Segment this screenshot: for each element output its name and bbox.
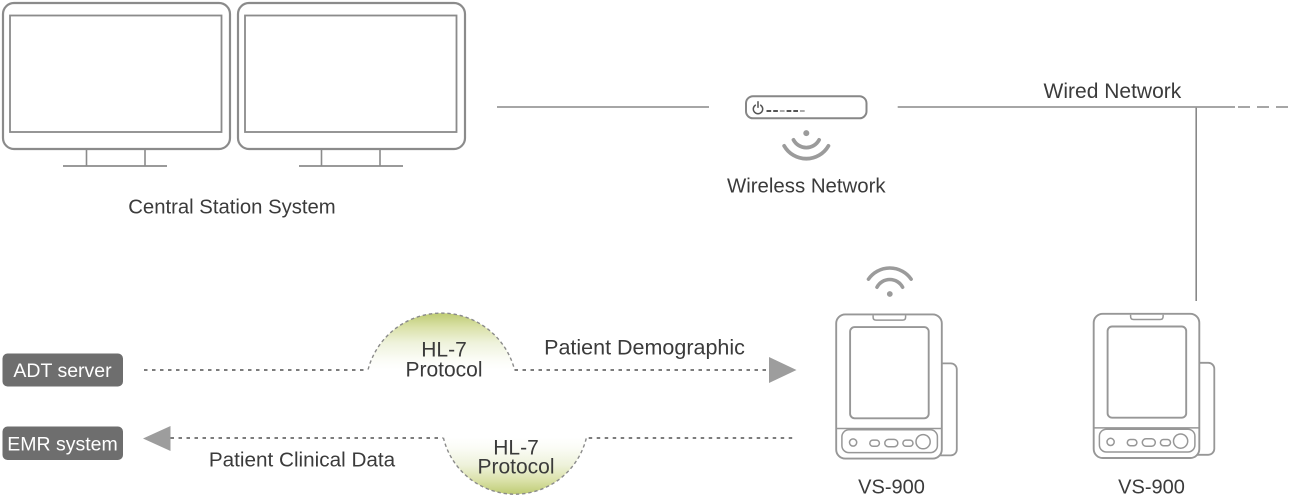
svg-text:Protocol: Protocol bbox=[405, 358, 482, 381]
svg-text:EMR system: EMR system bbox=[7, 433, 118, 455]
svg-text:Central Station System: Central Station System bbox=[128, 197, 335, 219]
svg-text:Patient Clinical Data: Patient Clinical Data bbox=[209, 448, 396, 471]
svg-text:VS-900: VS-900 bbox=[1118, 477, 1185, 496]
svg-text:Wireless Network: Wireless Network bbox=[727, 175, 886, 197]
svg-text:HL-7: HL-7 bbox=[493, 437, 539, 460]
svg-text:Patient Demographic: Patient Demographic bbox=[544, 336, 745, 360]
svg-text:ADT server: ADT server bbox=[13, 360, 112, 382]
svg-text:Protocol: Protocol bbox=[477, 455, 554, 478]
svg-text:VS-900: VS-900 bbox=[858, 477, 925, 496]
svg-text:Wired Network: Wired Network bbox=[1044, 80, 1182, 103]
svg-text:HL-7: HL-7 bbox=[421, 338, 467, 361]
